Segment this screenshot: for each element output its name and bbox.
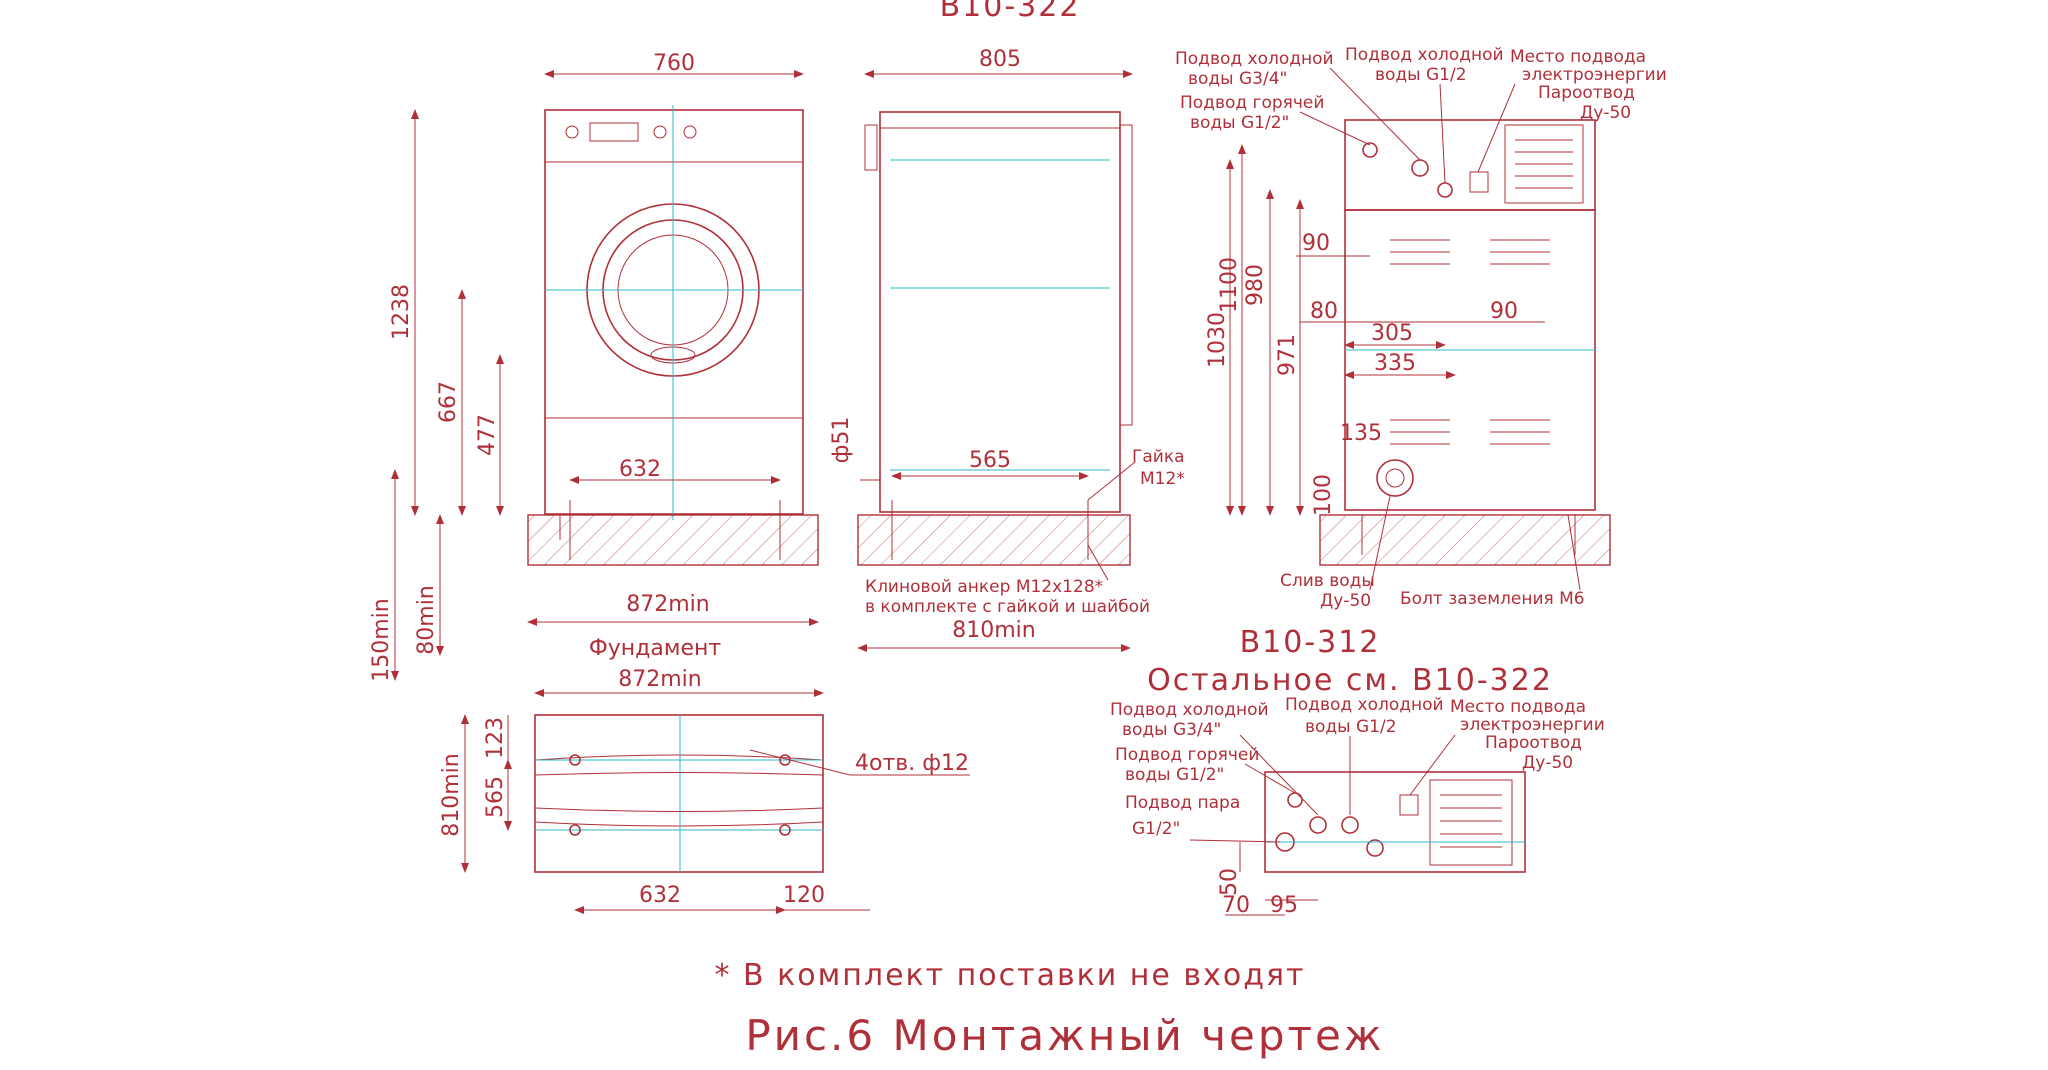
dim-1100: 1100 (1217, 257, 1242, 313)
variant-top-block (1264, 771, 1526, 873)
foundation-dim-120: 120 (783, 883, 825, 908)
dim-477: 477 (475, 414, 500, 456)
variant-label-power: Место подвода (1450, 697, 1586, 717)
dim-135: 135 (1340, 421, 1382, 446)
variant-note: Остальное см. В10-322 (1147, 663, 1553, 698)
foundation-slab (534, 714, 824, 873)
dim-90a: 90 (1302, 231, 1330, 256)
foundation-dim-width: 872min (618, 667, 701, 692)
label-nut: Гайка (1132, 447, 1185, 467)
display-panel (589, 122, 639, 142)
side-view: 805 565 810min ф51 Гайка М12* Клиновой а… (829, 47, 1185, 652)
variant-dim-50: 50 (1217, 868, 1242, 896)
foundation-plan: Фундамент 872min 4отв. ф12 810min 123 56… (439, 636, 970, 914)
rear-top-block (1344, 119, 1596, 211)
variant-dim-70: 70 (1222, 893, 1250, 918)
foundation-title: Фундамент (589, 636, 722, 661)
model-label-top: В10-322 (940, 0, 1081, 24)
rear-label-power2: электроэнергии (1522, 65, 1667, 85)
rear-label-drain2: Ду-50 (1320, 591, 1371, 611)
anchor-hole-icon (569, 754, 581, 766)
front-body (544, 109, 804, 515)
variant-label-steam-out2: Ду-50 (1522, 753, 1573, 773)
variant-label-steam-out: Пароотвод (1485, 733, 1582, 753)
rear-label-hot2: воды G1/2" (1190, 113, 1289, 133)
dim-305: 305 (1371, 321, 1413, 346)
dim-1238: 1238 (389, 284, 414, 340)
dim-80: 80 (1310, 299, 1338, 324)
dim-980: 980 (1243, 264, 1268, 306)
dim-667: 667 (436, 381, 461, 423)
rear-label-cold34: Подвод холодной (1175, 49, 1334, 69)
foundation-dim-565: 565 (483, 776, 508, 818)
variant-power-icon (1399, 794, 1419, 816)
side-foundation (857, 514, 1131, 566)
rear-label-steam-out2: Ду-50 (1580, 103, 1631, 123)
variant-steam-grille (1429, 779, 1513, 866)
anchor-hole-icon (779, 824, 791, 836)
variant-label-power2: электроэнергии (1460, 715, 1605, 735)
rear-label-hot: Подвод горячей (1180, 93, 1324, 113)
dim-872min: 872min (626, 592, 709, 617)
dim-100: 100 (1311, 474, 1336, 516)
foundation-dim-123: 123 (483, 717, 508, 759)
dim-90b: 90 (1490, 299, 1518, 324)
dim-pipe: ф51 (829, 417, 854, 464)
footnote: * В комплект поставки не входят (715, 958, 1306, 993)
front-view: 760 632 872min 1238 667 477 150min 80min (369, 51, 819, 682)
variant-drain-icon (1366, 839, 1384, 857)
inlet-cold-12-icon (1437, 182, 1453, 198)
variant-label-cold12: Подвод холодной (1285, 695, 1444, 715)
rear-label-cold34b: воды G3/4" (1188, 69, 1287, 89)
variant-model: В10-312 (1240, 625, 1381, 660)
variant-cold34-icon (1309, 816, 1327, 834)
anchor-hole-icon (569, 824, 581, 836)
rear-label-cold12b: воды G1/2 (1375, 65, 1467, 85)
rear-label-ground-bolt: Болт заземления М6 (1400, 589, 1585, 609)
dim-150min: 150min (369, 598, 394, 681)
foundation-dim-depth: 810min (439, 753, 464, 836)
variant-view: В10-312 Остальное см. В10-322 Подвод хол… (1110, 625, 1605, 918)
dim-810min: 810min (952, 618, 1035, 643)
rear-label-drain: Слив воды (1280, 571, 1375, 591)
variant-dim-95: 95 (1270, 893, 1298, 918)
variant-label-cold34b: воды G3/4" (1122, 720, 1221, 740)
label-nut-size: М12* (1140, 469, 1185, 489)
variant-label-cold34: Подвод холодной (1110, 700, 1269, 720)
variant-label-hot: Подвод горячей (1115, 745, 1259, 765)
rear-view: Подвод холодной воды G3/4" Подвод холодн… (1175, 45, 1667, 611)
drain-icon (1376, 459, 1414, 497)
rear-foundation (1319, 514, 1611, 566)
inlet-cold-34-icon (1411, 159, 1429, 177)
rear-label-power: Место подвода (1510, 47, 1646, 67)
label-anchor-kit: в комплекте с гайкой и шайбой (865, 597, 1150, 617)
rear-label-steam-out: Пароотвод (1538, 83, 1635, 103)
dim-565: 565 (969, 448, 1011, 473)
dim-632: 632 (619, 457, 661, 482)
figure-title: Рис.6 Монтажный чертеж (745, 1011, 1384, 1060)
inlet-hot-icon (1362, 142, 1378, 158)
dim-335: 335 (1374, 351, 1416, 376)
variant-label-hot2: воды G1/2" (1125, 765, 1224, 785)
variant-hot-icon (1287, 792, 1303, 808)
foundation-holes: 4отв. ф12 (855, 751, 969, 776)
rear-label-cold12: Подвод холодной (1345, 45, 1504, 65)
steam-outlet-grille (1504, 124, 1584, 204)
dim-971: 971 (1275, 334, 1300, 376)
variant-label-steam-in2: G1/2" (1132, 819, 1180, 839)
variant-label-steam-in: Подвод пара (1125, 793, 1240, 813)
dim-805: 805 (979, 47, 1021, 72)
variant-label-cold12b: воды G1/2 (1305, 717, 1397, 737)
control-panel (544, 109, 804, 163)
variant-cold12-icon (1341, 816, 1359, 834)
dim-760: 760 (653, 51, 695, 76)
dim-1030: 1030 (1205, 312, 1230, 368)
foundation-dim-632: 632 (639, 883, 681, 908)
power-connector-icon (1469, 171, 1489, 193)
dim-80min: 80min (414, 585, 439, 654)
front-foundation (527, 514, 819, 566)
label-anchor: Клиновой анкер М12х128* (865, 577, 1103, 597)
rear-body (1344, 209, 1596, 511)
